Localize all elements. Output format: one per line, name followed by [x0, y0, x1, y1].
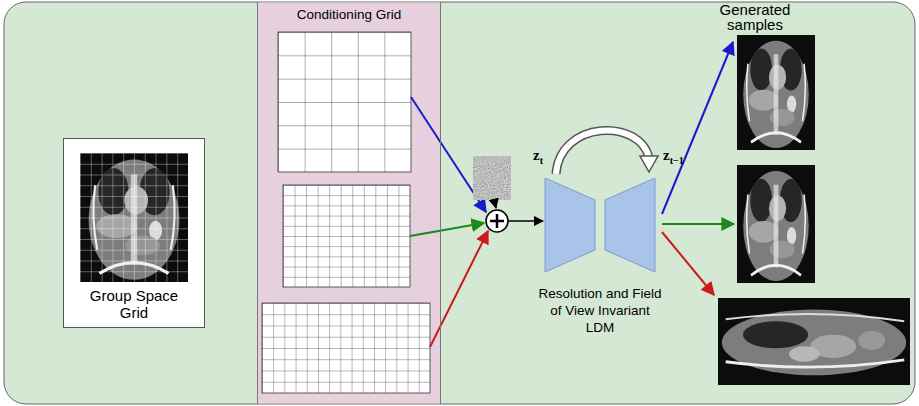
generated-images: [718, 35, 910, 385]
encoder-trapezoid: [545, 178, 595, 272]
plus-symbol: [486, 210, 543, 232]
band-fill: [257, 3, 441, 404]
decoder-trapezoid: [605, 178, 655, 272]
node-text: Conditioning Grid: [258, 6, 440, 23]
conditioning-band: Conditioning Grid: [257, 2, 441, 404]
unet-shape: [535, 178, 665, 273]
latent-symbol: zt−1: [663, 146, 684, 170]
section-heading: Generated samples: [707, 2, 803, 32]
node-text: Resolution and Field of View Invariant L…: [535, 285, 665, 336]
ldm-network: Resolution and Field of View Invariant L…: [535, 178, 665, 336]
conditioning-grids: [262, 32, 430, 393]
group-space-box: Group Space Grid: [63, 138, 205, 328]
output-arrows: [662, 42, 734, 295]
grid-arrows: [410, 97, 488, 347]
latent-symbol: zt: [533, 146, 543, 170]
background-panel: [4, 2, 915, 404]
node-text: Group Space Grid: [78, 287, 190, 321]
noise-image: [473, 156, 511, 208]
denoise-loop-arrow: [556, 130, 658, 174]
group-box-fill: [63, 138, 205, 328]
group-space-image: [80, 153, 188, 282]
